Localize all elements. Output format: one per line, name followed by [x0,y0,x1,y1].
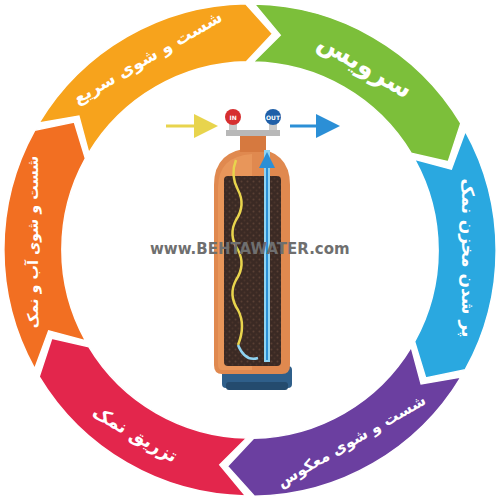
watermark: www.BEHTAWATER.com [150,240,350,258]
cycle-step-arrow: تزریق نمک [37,362,233,500]
step-label: شست و شوی آب و نمک [25,156,42,329]
cycle-step-arrow: شست و شوی آب و نمک [7,144,59,340]
cycle-step-arrow: پر شدن مخزن نمک [441,160,493,356]
cycle-step-arrow: سرویس [267,0,463,137]
valve-label: OUT [266,114,280,121]
cycle-step-arrow: شست و شوی سریع [50,0,246,130]
step-label: پر شدن مخزن نمک [457,178,477,337]
valve-label: IN [230,114,237,121]
